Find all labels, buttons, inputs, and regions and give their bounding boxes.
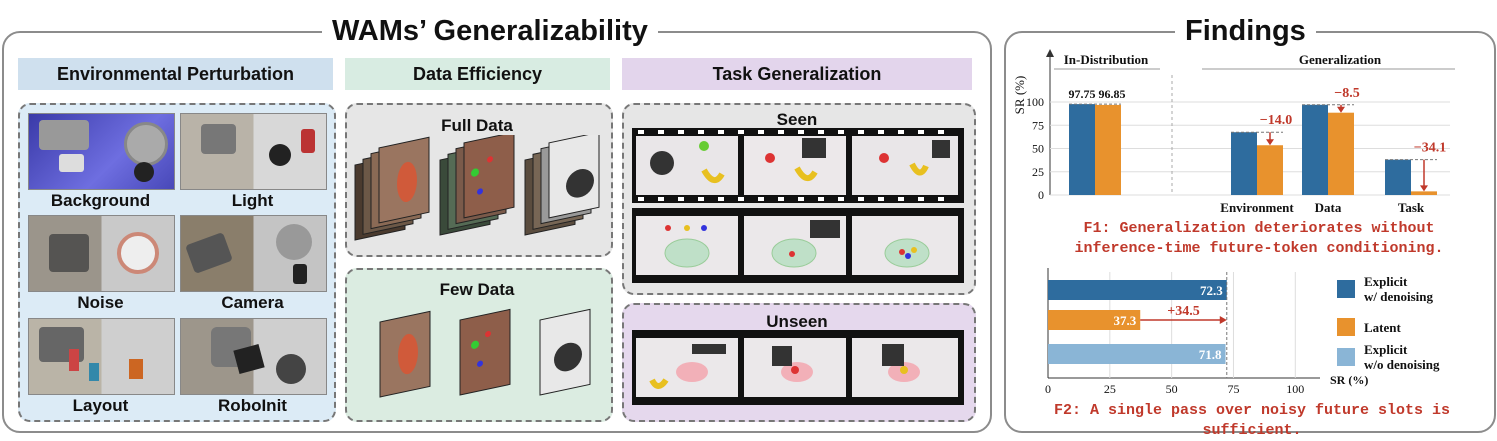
seen-label: Seen — [776, 110, 818, 129]
legend-label: w/o denoising — [1364, 357, 1440, 372]
x-tick-label: 100 — [1286, 382, 1304, 396]
x-tick-label: 50 — [1166, 382, 1178, 396]
y-tick-label: 75 — [1032, 118, 1044, 132]
env-item-label: Light — [231, 191, 274, 210]
delta-arrowhead — [1219, 316, 1227, 324]
bar-series-1 — [1385, 159, 1411, 195]
x-tick-label: 25 — [1104, 382, 1116, 396]
light-thumb — [180, 113, 327, 190]
bar-series-1 — [1231, 132, 1257, 195]
category-label: Task — [1398, 200, 1425, 215]
legend-label: w/ denoising — [1364, 289, 1433, 304]
env-item-label: Camera — [221, 293, 284, 312]
env-item-label: Background — [50, 191, 151, 210]
y-tick-label: 100 — [1026, 95, 1044, 109]
full-data-frames — [354, 135, 600, 241]
delta-label: −34.1 — [1414, 141, 1446, 156]
data-section-label: Data Efficiency — [345, 58, 610, 90]
generalizability-title: WAMs’ Generalizability — [322, 14, 658, 48]
finding-f1: F1: Generalization deteriorates without … — [1074, 220, 1444, 257]
y-axis-title: SR (%) — [1012, 76, 1027, 115]
noise-thumb — [28, 215, 175, 292]
env-item-label: Noise — [77, 293, 124, 312]
y-tick-label: 25 — [1032, 165, 1044, 179]
delta-arrowhead — [1266, 139, 1274, 146]
y-tick-label: 0 — [1038, 188, 1044, 202]
bar-series-2 — [1411, 191, 1437, 195]
delta-label: −14.0 — [1260, 113, 1292, 128]
findings-title: Findings — [1175, 14, 1316, 48]
delta-arrowhead — [1337, 106, 1345, 113]
finding-f2: F2: A single pass over noisy future slot… — [1053, 402, 1451, 439]
legend-label: Explicit — [1364, 274, 1408, 289]
horizontal-bar — [1048, 344, 1226, 364]
env-item-label: RoboInit — [218, 396, 287, 415]
y-tick-label: 50 — [1032, 142, 1044, 156]
group-header: In-Distribution — [1064, 52, 1149, 67]
x-axis-title: SR (%) — [1330, 373, 1368, 387]
unseen-label: Unseen — [766, 312, 828, 331]
legend-swatch — [1337, 348, 1355, 366]
value-label: 97.75 — [1069, 87, 1096, 101]
x-tick-label: 0 — [1045, 382, 1051, 396]
bar-value-label: 71.8 — [1199, 347, 1222, 362]
bar-value-label: 37.3 — [1113, 313, 1136, 328]
bar-series-1 — [1069, 104, 1095, 195]
few-data-label: Few Data — [439, 280, 515, 299]
group-header: Generalization — [1299, 52, 1382, 67]
seen-film-strip-1 — [632, 128, 964, 203]
horizontal-bar — [1048, 280, 1227, 300]
category-label: Data — [1315, 200, 1342, 215]
bar-value-label: 72.3 — [1200, 283, 1223, 298]
bar-series-1 — [1302, 104, 1328, 195]
horizontal-bar — [1048, 310, 1141, 330]
layout-thumb — [28, 318, 175, 395]
delta-label: −8.5 — [1334, 86, 1359, 101]
roboinit-thumb — [180, 318, 327, 395]
bar-series-2 — [1328, 112, 1354, 195]
value-label: 96.85 — [1099, 87, 1126, 101]
x-tick-label: 75 — [1227, 382, 1239, 396]
env-item-label: Layout — [72, 396, 129, 415]
y-axis-arrow — [1046, 49, 1054, 57]
legend-swatch — [1337, 318, 1355, 336]
legend-swatch — [1337, 280, 1355, 298]
background-thumb — [28, 113, 175, 190]
full-data-label: Full Data — [441, 116, 513, 135]
env-section-label: Environmental Perturbation — [18, 58, 333, 90]
category-label: Environment — [1220, 200, 1294, 215]
bar-series-2 — [1095, 104, 1121, 195]
unseen-film-strip — [632, 330, 964, 405]
seen-film-strip-2 — [632, 208, 964, 283]
camera-thumb — [180, 215, 327, 292]
few-data-frames — [379, 308, 591, 398]
bar-series-2 — [1257, 145, 1283, 195]
delta-arrowhead — [1420, 185, 1428, 192]
legend-label: Latent — [1364, 320, 1402, 335]
task-section-label: Task Generalization — [622, 58, 972, 90]
legend-label: Explicit — [1364, 342, 1408, 357]
delta-label: +34.5 — [1167, 304, 1199, 319]
